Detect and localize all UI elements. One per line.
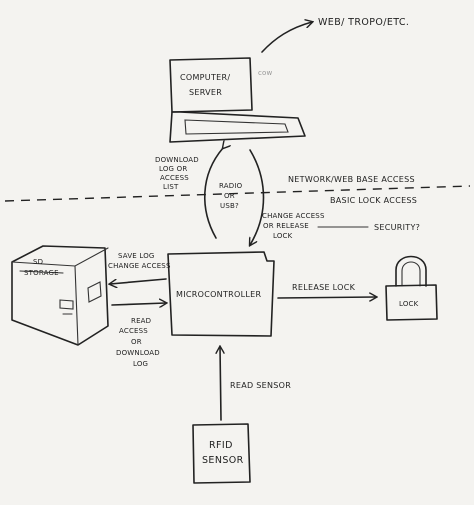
read-access-line4: DOWNLOAD <box>116 349 160 357</box>
microcontroller-box <box>167 251 275 337</box>
security-label: SECURITY? <box>374 223 420 232</box>
change-access-line1: CHANGE ACCESS <box>262 212 325 220</box>
laptop-keyboard <box>184 119 289 135</box>
laptop-screen <box>169 57 253 113</box>
storage-handle <box>59 299 74 310</box>
read-access-arrow <box>111 303 166 305</box>
lock-node: LOCK <box>385 255 438 321</box>
radio-label-line2: OR <box>224 192 235 200</box>
microcontroller-label: MICROCONTROLLER <box>176 290 261 299</box>
laptop-base <box>169 111 306 143</box>
computer-to-cloud-arrow <box>261 22 312 53</box>
radio-label-line3: USB? <box>220 202 239 210</box>
storage-label-box <box>19 270 64 274</box>
basic-lock-label: BASIC LOCK ACCESS <box>330 196 417 205</box>
computer-server-node: COMPUTER/ SERVER cow <box>169 57 306 143</box>
computer-label-line1: COMPUTER/ <box>180 73 230 82</box>
storage-front-edge <box>74 265 79 346</box>
storage-label-line1: SD <box>33 258 43 266</box>
download-label-line4: LIST <box>163 183 179 191</box>
cloud-label: WEB/ TROPO/ETC. <box>318 17 409 28</box>
release-lock-arrow <box>277 297 376 298</box>
read-sensor-label: READ SENSOR <box>230 381 291 390</box>
lock-shackle-inner <box>401 261 421 287</box>
read-access-line3: OR <box>131 338 142 346</box>
storage-outline <box>11 245 109 346</box>
radio-label-line1: RADIO <box>219 182 243 190</box>
read-access-line1: READ <box>131 317 151 325</box>
save-log-arrow <box>110 278 167 284</box>
storage-top-edge <box>11 247 109 267</box>
microcontroller-node: MICROCONTROLLER <box>167 251 275 337</box>
right-comm-arc <box>250 149 265 245</box>
lock-body <box>385 284 438 321</box>
lock-label: LOCK <box>399 300 419 308</box>
read-access-line2: ACCESS <box>119 327 148 335</box>
rfid-box <box>192 423 251 484</box>
rfid-sensor-node: RFID SENSOR <box>192 423 251 484</box>
download-label-line1: DOWNLOAD <box>155 156 199 164</box>
lock-shackle-outer <box>395 255 427 287</box>
network-boundary-line <box>4 185 471 202</box>
download-label-line3: ACCESS <box>160 174 189 182</box>
storage-drawer-slot <box>87 281 102 303</box>
laptop-scribble: cow <box>258 69 273 77</box>
storage-label-line2: STORAGE <box>24 269 59 277</box>
computer-label-line2: SERVER <box>189 88 222 97</box>
rfid-label-line1: RFID <box>209 440 233 451</box>
left-comm-arc <box>203 148 223 239</box>
read-access-line5: LOG <box>133 360 148 368</box>
network-access-label: NETWORK/WEB BASE ACCESS <box>288 175 415 184</box>
rfid-label-line2: SENSOR <box>202 455 244 466</box>
sd-storage-node: SD STORAGE <box>11 245 109 346</box>
release-lock-label: RELEASE LOCK <box>292 283 356 292</box>
download-label-line2: LOG OR <box>159 165 187 173</box>
save-log-line1: SAVE LOG <box>118 252 155 260</box>
change-access-line2: OR RELEASE <box>263 222 309 230</box>
save-log-line2: CHANGE ACCESS <box>108 262 171 270</box>
read-sensor-arrow <box>220 347 221 421</box>
change-access-line3: LOCK <box>273 232 293 240</box>
